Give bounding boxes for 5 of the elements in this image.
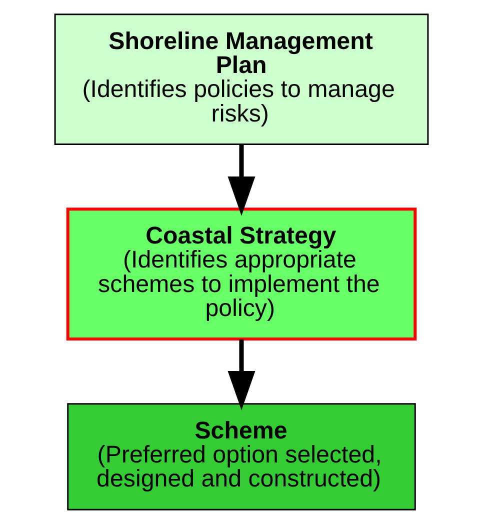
node-box: Scheme (Preferred option selected, designed and constructed) xyxy=(66,403,416,510)
arrow xyxy=(227,339,255,410)
arrow xyxy=(227,144,255,216)
node-box: Shoreline Management Plan (Identifies policies to manage risks) xyxy=(54,14,428,145)
node-box: Coastal Strategy (Identifies appropriate schemes to implement the policy) xyxy=(66,208,416,340)
